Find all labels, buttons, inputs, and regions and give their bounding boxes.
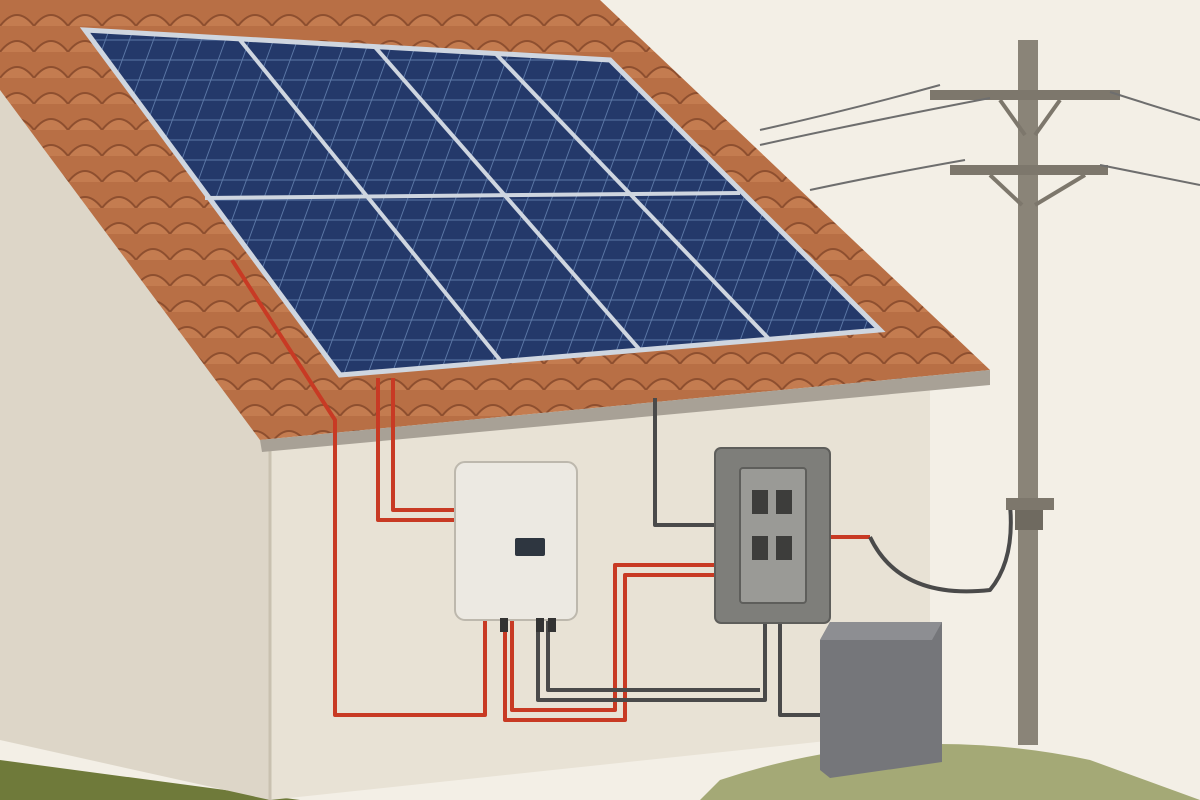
breaker-switch: [776, 536, 792, 560]
breaker-switch: [752, 490, 768, 514]
dc-wiring: [230, 258, 870, 722]
solar-array: [79, 27, 886, 378]
inverter-unit: [454, 461, 578, 632]
inverter-display: [515, 538, 545, 556]
battery-unit: [820, 622, 942, 778]
panel-divider-2: [373, 45, 642, 352]
panel-divider-3: [493, 51, 772, 342]
breaker-panel: [714, 447, 831, 624]
power-lines: [759, 84, 1200, 191]
ac-wiring: [536, 398, 1013, 717]
panel-divider-1: [238, 38, 502, 362]
solar-panel-array-frame: [79, 27, 886, 378]
breaker-switch: [752, 536, 768, 560]
roof-eave: [260, 370, 990, 452]
utility-pole: [930, 40, 1120, 745]
panel-divider-horizontal: [204, 191, 741, 200]
breaker-switch: [776, 490, 792, 514]
house-side-wall: [0, 70, 270, 800]
